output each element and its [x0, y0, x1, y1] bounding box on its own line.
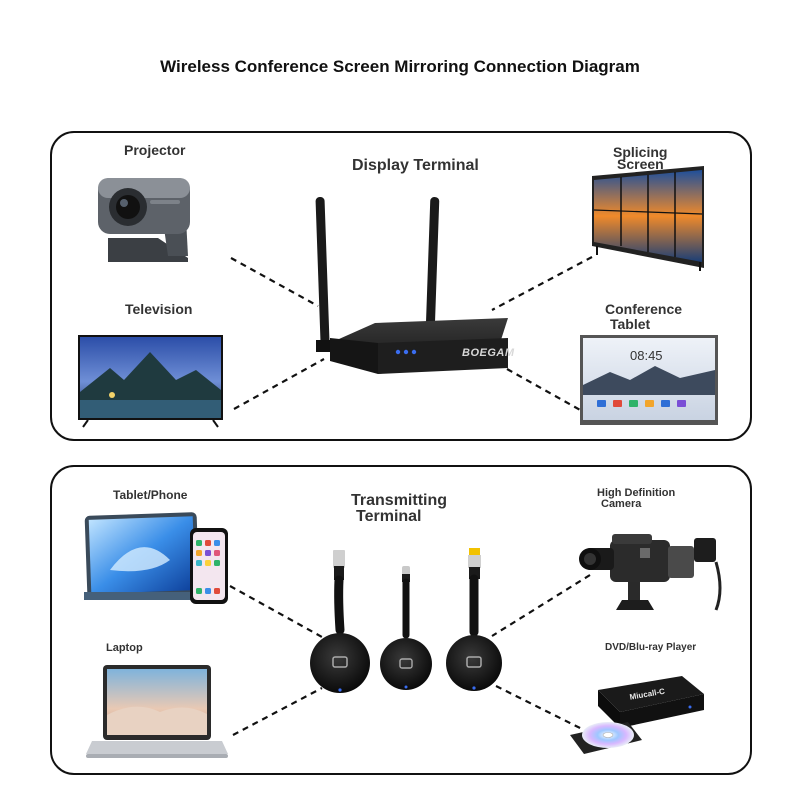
receiver-brand: BOEGAM: [462, 347, 515, 359]
conference-tablet-label-line1: Conference: [605, 301, 683, 317]
transmitting-terminal-heading-line1: Transmitting: [351, 492, 448, 509]
transmitting-terminal-heading-line2: Terminal: [356, 508, 422, 525]
projector-label: Projector: [124, 142, 186, 158]
tablet-clock: 08:45: [630, 348, 663, 363]
dongle-hdmi-icon: [310, 550, 370, 693]
connector-dvd-player: [495, 685, 583, 730]
dongle-usbc-icon: [380, 566, 432, 690]
splicing-screen-icon: [592, 166, 704, 271]
television-label: Television: [125, 301, 193, 317]
conference-tablet-icon: 08:45: [580, 335, 718, 425]
camera-label-line2: Camera: [601, 498, 642, 510]
connector-television: [233, 358, 325, 410]
projector-icon: [98, 178, 190, 262]
laptop-icon: [86, 665, 228, 758]
phone-app-grid: [196, 540, 220, 594]
dongle-usba-icon: [446, 548, 502, 691]
tablet-phone-icon: [84, 512, 228, 604]
camera-label-line1: High Definition: [597, 487, 676, 499]
splicing-screen-label-line2: Screen: [617, 156, 664, 172]
connector-conference-tablet: [506, 368, 583, 412]
connector-camera: [491, 574, 591, 637]
connector-splicing-screen: [491, 256, 593, 311]
television-icon: [78, 335, 223, 428]
tablet-phone-label: Tablet/Phone: [113, 488, 188, 502]
dvd-player-label: DVD/Blu-ray Player: [605, 642, 697, 653]
conference-tablet-label-line2: Tablet: [610, 316, 651, 332]
splicing-screen-label-line1: Splicing: [613, 144, 668, 160]
connector-projector: [230, 257, 319, 307]
laptop-label: Laptop: [106, 642, 143, 654]
diagram-title: Wireless Conference Screen Mirroring Con…: [160, 57, 640, 76]
connector-laptop: [232, 687, 323, 736]
connector-tablet-phone: [229, 585, 323, 638]
dvd-player-icon: Miucall-C: [570, 676, 704, 754]
camera-icon: [579, 534, 722, 611]
display-terminal-heading: Display Terminal: [352, 157, 479, 174]
receiver-box-icon: BOEGAM: [315, 197, 514, 374]
